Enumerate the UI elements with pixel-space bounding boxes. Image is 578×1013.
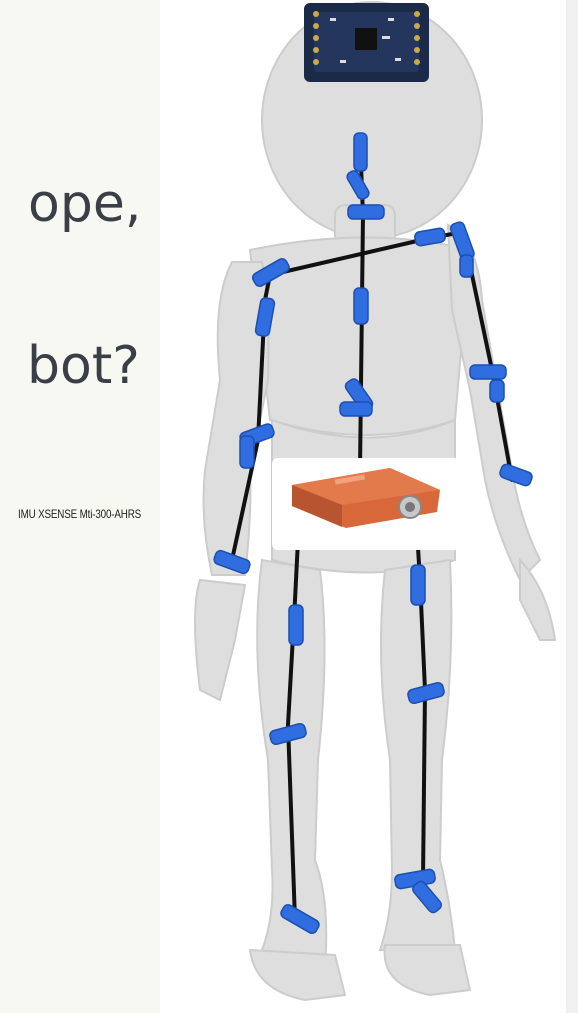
heading-line-1: ope,	[28, 178, 141, 230]
xsense-imu-device	[272, 458, 460, 550]
heading-line-2: bot?	[27, 340, 140, 392]
pcb-imu-board	[304, 3, 429, 82]
imu-caption: IMU XSENSE Mti-300-AHRS	[18, 507, 141, 521]
